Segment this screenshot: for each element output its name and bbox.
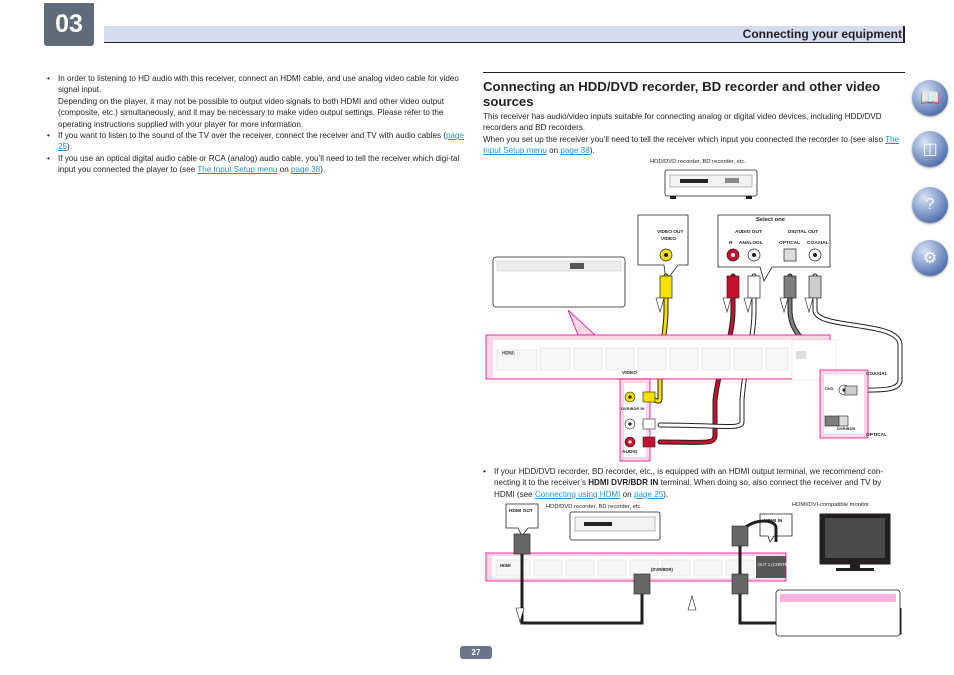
receiver-icon[interactable]: ◫	[912, 131, 948, 167]
rx-hdmi-label: HDMI	[500, 563, 511, 568]
setup-icon[interactable]: ⚙	[912, 240, 948, 276]
rx-audio-label: AUDIO	[622, 450, 638, 455]
connection-diagram-hdmi	[485, 503, 902, 637]
connection-diagram-analog-digital: HDMI	[485, 169, 903, 462]
hdmi-text: on	[620, 489, 634, 499]
device-label: HDD/DVD recorder, BD recorder, etc.	[546, 504, 642, 510]
bullet-text: ).	[67, 142, 72, 152]
arrow-down-icon	[655, 297, 665, 314]
rx-coaxial-label: COAXIAL	[866, 372, 888, 377]
rx-out-label: OUT 1 (CONTROL)	[758, 562, 795, 567]
page-link[interactable]: page 38	[560, 146, 590, 156]
bullet-hd-audio: In order to listening to HD audio with t…	[47, 73, 465, 130]
section-title: Connecting your equipment	[742, 27, 902, 41]
recorder-device	[664, 169, 758, 199]
hdmi-text: terminal. When doing so, also connect th…	[494, 478, 882, 499]
page-link[interactable]: page 25	[633, 489, 664, 499]
coaxial-label: COAXIAL	[807, 241, 829, 246]
svg-text:HDMI: HDMI	[502, 351, 515, 357]
select-one-label: Select one	[756, 217, 785, 223]
book-icon[interactable]: 📖	[912, 80, 948, 116]
r-label: R	[729, 241, 733, 246]
hdmi-terminal-name: HDMI DVR/BDR IN	[588, 478, 659, 488]
receiver-thumbnail	[492, 256, 626, 308]
l-label: L	[760, 241, 763, 246]
rx-optical-label: OPTICAL	[866, 433, 888, 438]
rx-dvr-optical-label: DVR/BDR	[837, 426, 856, 431]
bullet-text: ).	[320, 165, 326, 175]
input-setup-link[interactable]: The Input Setup menu	[483, 134, 900, 156]
help-icon[interactable]: ?	[912, 187, 948, 223]
header-divider	[903, 26, 905, 43]
hdmi-link[interactable]: Connecting using HDMI	[534, 489, 621, 499]
rx-dvr-label: DVR/BDR IN	[621, 406, 645, 411]
hdmi-out-label: HDMI OUT	[509, 509, 533, 514]
bullet-text: If you want to listen to the sound of th…	[58, 131, 446, 141]
intro-text: ).	[589, 146, 595, 156]
hdmi-text: ).	[663, 489, 669, 499]
heading-rule	[483, 72, 905, 73]
bullet-tv-sound: If you want to listen to the sound of th…	[47, 130, 465, 153]
chapter-number: 03	[44, 3, 94, 46]
page-heading: Connecting an HDD/DVD recorder, BD recor…	[483, 79, 881, 109]
hdmi-text: If your HDD/DVD recorder, BD recorder, e…	[494, 467, 884, 488]
hdmi-in-label: HDMI IN	[764, 519, 783, 524]
header-bar	[104, 26, 903, 42]
audio-out-label: AUDIO OUT	[735, 230, 762, 235]
video-out-label: VIDEO OUT	[657, 230, 684, 235]
bullet-hdmi: If your HDD/DVD recorder, BD recorder, e…	[483, 466, 901, 500]
arrow-down-icon	[515, 607, 525, 624]
bullet-text: Depending on the player, it may not be p…	[58, 96, 445, 129]
bullet-text: If you use an optical digital audio cabl…	[58, 153, 460, 175]
analog-label: ANALOG	[739, 241, 760, 246]
page-link[interactable]: page 25	[58, 131, 464, 152]
rx-video-label: VIDEO	[622, 371, 637, 376]
input-setup-link[interactable]: The Input Setup menu	[197, 165, 278, 175]
rx-hdmi-label: HDMI	[502, 350, 513, 355]
page-link[interactable]: page 38	[290, 165, 321, 175]
rx-dvr-label: (DVR/BDR)	[651, 567, 673, 572]
bullet-digital-input: If you use an optical digital audio cabl…	[47, 153, 465, 176]
optical-label: OPTICAL	[779, 241, 801, 246]
bullet-text: on	[277, 165, 291, 175]
intro-text: When you set up the receiver you’ll need…	[483, 134, 886, 144]
arrow-up-icon	[687, 594, 697, 611]
intro-text: on	[546, 146, 561, 156]
intro-paragraph: This receiver has audio/video inputs sui…	[483, 111, 907, 157]
monitor-label: HDMI/DVI-compatible monitor	[792, 502, 869, 508]
device-label: HDD/DVD recorder, BD recorder, etc.	[650, 159, 746, 165]
bullet-text: In order to listening to HD audio with t…	[58, 74, 459, 95]
header-underline	[104, 42, 905, 43]
left-column: In order to listening to HD audio with t…	[47, 73, 465, 176]
intro-text-2: When you set up the receiver you’ll need…	[483, 134, 907, 157]
video-label: VIDEO	[661, 237, 676, 242]
intro-text: This receiver has audio/video inputs sui…	[483, 112, 882, 133]
digital-out-label: DIGITAL OUT	[788, 230, 819, 235]
hdmi-paragraph: If your HDD/DVD recorder, BD recorder, e…	[483, 466, 901, 500]
page-number: 27	[460, 646, 492, 659]
rx-dvd-label: DVD	[825, 386, 834, 391]
